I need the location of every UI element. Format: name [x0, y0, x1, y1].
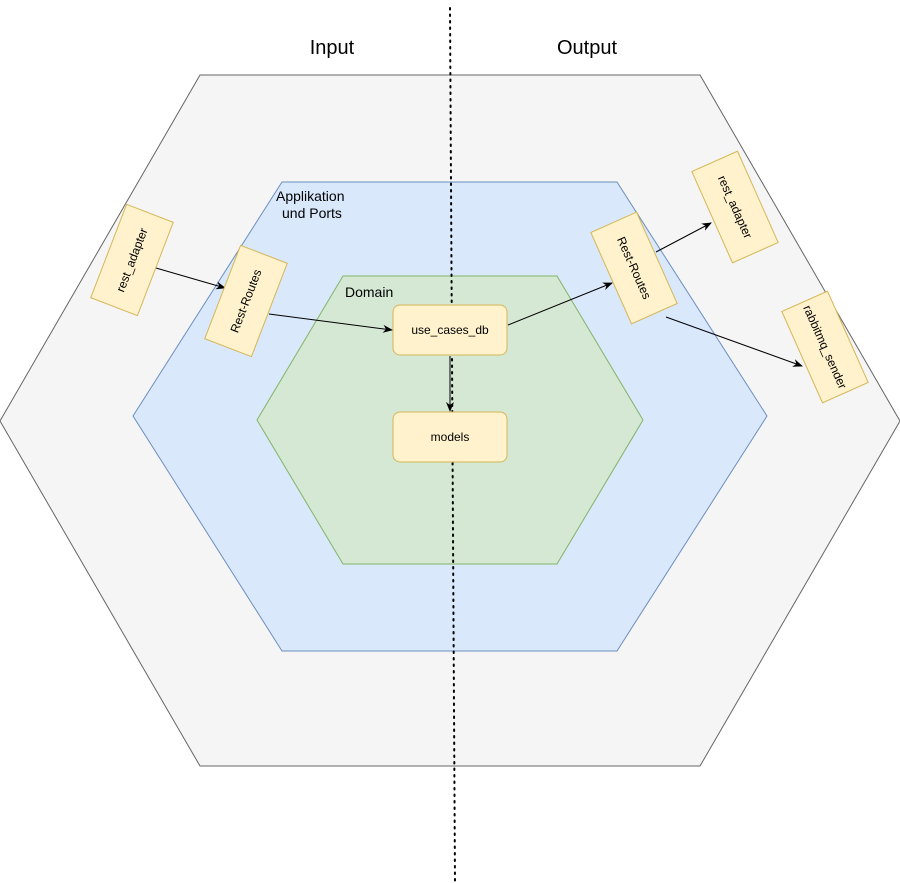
rest-routes-input-node[interactable]: Rest-Routes — [204, 244, 288, 358]
rest-adapter-output-node[interactable]: rest_adapter — [691, 150, 779, 264]
edge-rest-routes-to-use-cases — [268, 313, 393, 333]
models-node[interactable]: models — [392, 411, 508, 463]
rest-routes-output-node[interactable]: Rest-Routes — [590, 211, 678, 325]
input-header: Input — [310, 37, 355, 59]
use-cases-db-node[interactable]: use_cases_db — [392, 304, 508, 356]
models-label: models — [431, 430, 470, 444]
rest-adapter-input-node[interactable]: rest_adapter — [90, 203, 174, 317]
edge-rest-adapter-to-rest-routes-in — [155, 267, 226, 290]
domain-label: Domain — [345, 284, 393, 300]
edge-rest-routes-to-rabbitmq-sender — [665, 316, 803, 367]
application-label-line1: Applikation — [276, 188, 345, 204]
output-header: Output — [557, 37, 617, 59]
use-cases-db-label: use_cases_db — [411, 323, 489, 337]
edge-use-cases-to-rest-routes-out — [507, 282, 613, 326]
edge-rest-routes-to-rest-adapter-out — [655, 222, 712, 253]
application-label-line2: und Ports — [282, 205, 342, 221]
